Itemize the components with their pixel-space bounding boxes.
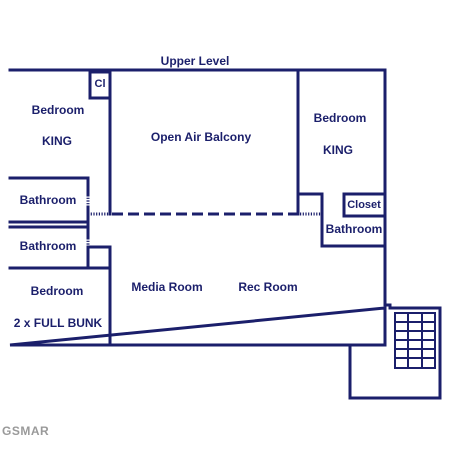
room-open-air-balcony: Open Air Balcony	[150, 130, 252, 144]
watermark-text: GSMAR	[2, 424, 50, 438]
room-closet-right: Closet	[347, 199, 381, 211]
room-bathroom-right: Bathroom	[325, 222, 383, 236]
room-small-closet: Cl	[94, 78, 106, 90]
room-bedroom-bunk-bed: 2 x FULL BUNK	[13, 316, 103, 330]
outer-wall	[8, 68, 392, 347]
room-bathroom-2: Bathroom	[19, 239, 77, 253]
room-rec-room: Rec Room	[238, 280, 298, 294]
stair-wall	[348, 306, 442, 400]
room-media-room: Media Room	[131, 280, 203, 294]
room-bedroom-king-left-name: Bedroom	[31, 103, 85, 117]
room-bathroom-1: Bathroom	[19, 193, 77, 207]
room-bedroom-king-right-bed: KING	[323, 143, 353, 157]
room-bedroom-king-right-name: Bedroom	[313, 111, 367, 125]
room-bedroom-king-left-bed: KING	[42, 134, 72, 148]
room-bedroom-bunk-name: Bedroom	[30, 284, 84, 298]
plan-title: Upper Level	[160, 54, 230, 68]
